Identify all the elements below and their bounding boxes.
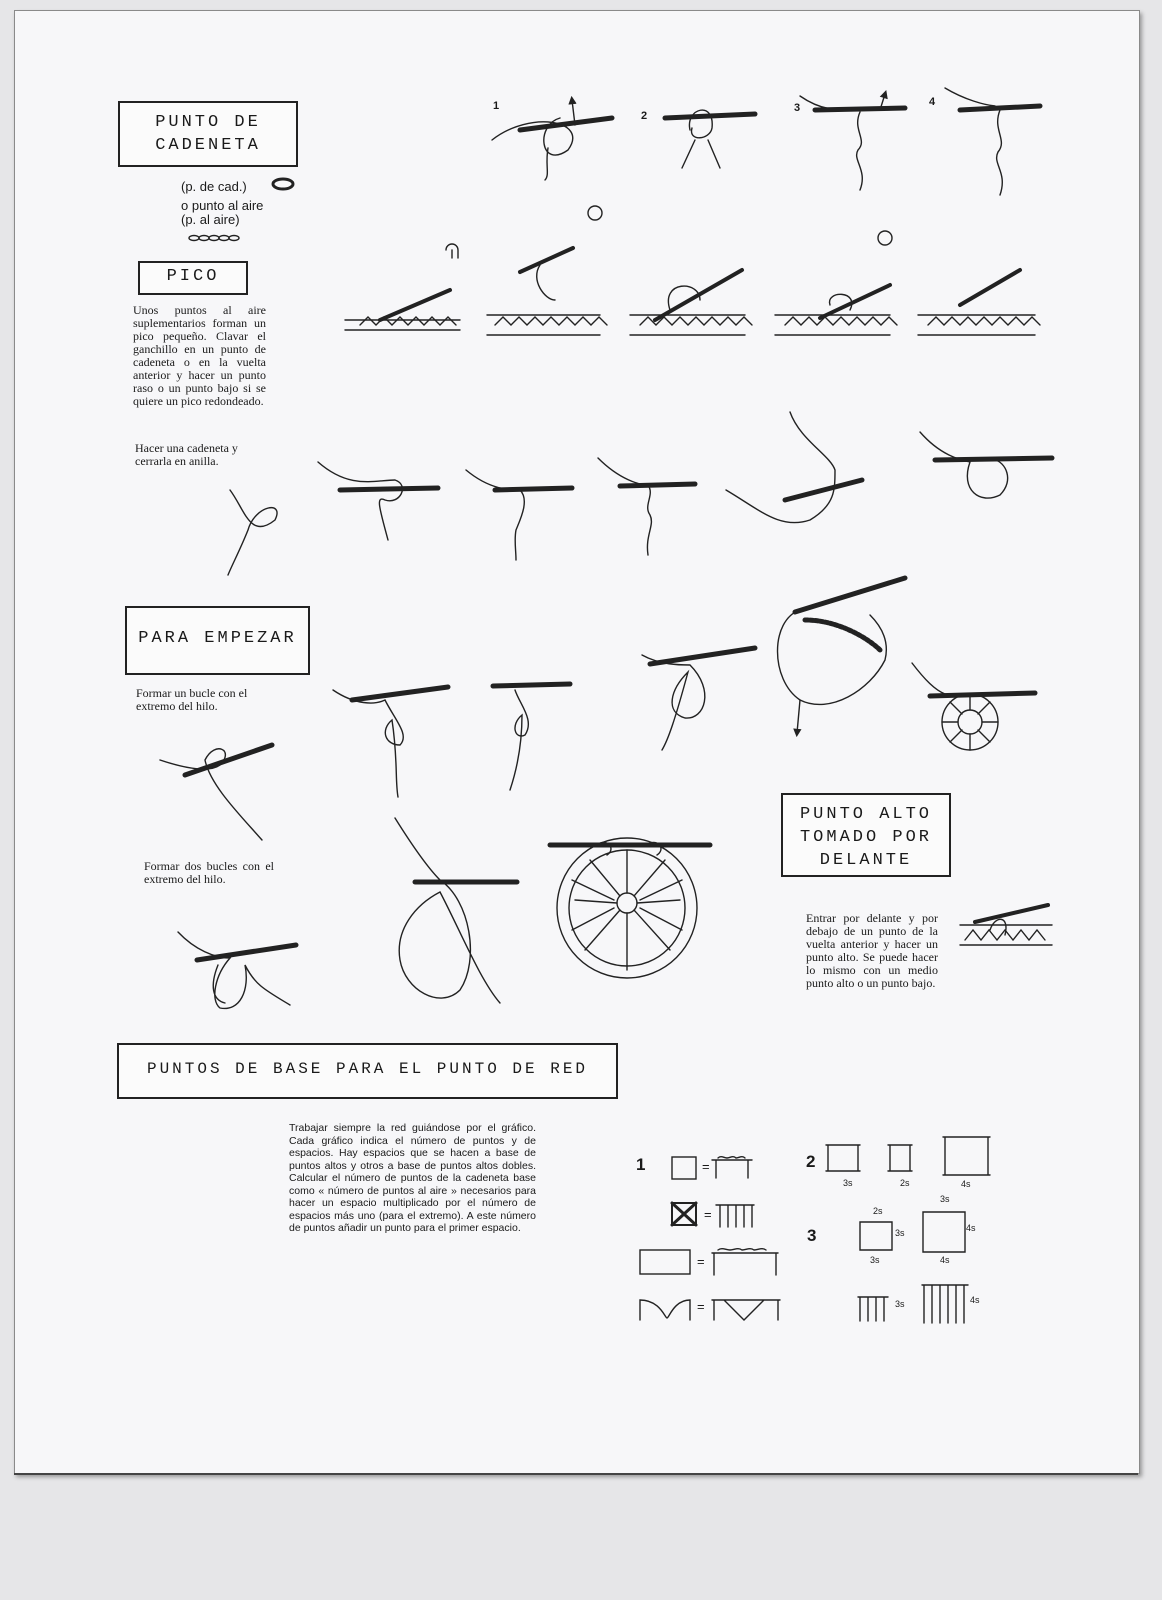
equals-3: = (697, 1254, 705, 1269)
chart-3-symbols (857, 1211, 969, 1324)
chart-number-1: 1 (636, 1155, 646, 1174)
pico-text-2: Hacer una cadeneta y cerrarla en anilla. (135, 441, 238, 468)
label-3s-c: 3s (870, 1255, 880, 1265)
pico-title: PICO (166, 267, 220, 286)
equals-4: = (697, 1299, 705, 1314)
page-bottom-edge (14, 1473, 1138, 1475)
loop-drawing-5 (776, 575, 908, 738)
alto-title-box: PUNTO ALTO TOMADO POR DELANTE (781, 793, 951, 877)
chart-2-symbols (825, 1136, 991, 1176)
alto-title-line1: PUNTO ALTO (799, 805, 933, 824)
chart-1-symbols (639, 1155, 781, 1321)
label-4s-c: 4s (940, 1255, 950, 1265)
ring-drawing-5 (725, 411, 865, 524)
empezar-text-2: Formar dos bucles con el extremo del hil… (144, 859, 274, 886)
pico-drawing-5 (917, 268, 1041, 336)
cadeneta-title-line1: PUNTO DE (155, 113, 261, 132)
chart-number-3: 3 (807, 1226, 817, 1245)
cadeneta-title-box: PUNTO DE CADENETA (118, 101, 298, 167)
label-3s-b: 3s (895, 1228, 905, 1238)
label-3s-e: 3s (895, 1299, 905, 1309)
ring-drawing-3 (465, 469, 575, 561)
pico-text-1: Unos puntos al aire suplementarios forma… (133, 303, 266, 408)
label-4s-a: 4s (961, 1179, 971, 1189)
chain-step-4-drawing (944, 87, 1043, 196)
pico-drawing-2 (486, 205, 608, 336)
chain-row-icon (188, 234, 240, 242)
front-post-drawing (959, 903, 1053, 946)
ring-drawing-1 (227, 489, 278, 576)
equals-2: = (704, 1207, 712, 1222)
loop-drawing-6 (911, 662, 1038, 751)
base-title: PUNTOS DE BASE PARA EL PUNTO DE RED (146, 1060, 589, 1078)
label-4s-b: 4s (966, 1223, 976, 1233)
loop-drawing-4 (641, 645, 758, 751)
alto-text: Entrar por delante y por debajo de un pu… (806, 911, 938, 990)
circle-round-drawing (547, 837, 713, 979)
label-4s-d: 4s (970, 1295, 980, 1305)
chart-number-2: 2 (806, 1152, 816, 1171)
label-3s-d: 3s (940, 1194, 950, 1204)
empezar-title: PARA EMPEZAR (138, 629, 297, 648)
label-2s-b: 2s (873, 1206, 883, 1216)
step-1: 1 (493, 100, 500, 112)
cadeneta-abbr-2: (p. al aire) (181, 212, 240, 227)
ring-drawing-4 (597, 457, 698, 556)
loop-drawing-3 (490, 681, 573, 791)
double-loop-drawing-1 (177, 931, 299, 1010)
empezar-text-1: Formar un bucle con el extremo del hilo. (136, 686, 248, 713)
empezar-title-box: PARA EMPEZAR (125, 606, 310, 675)
base-title-box: PUNTOS DE BASE PARA EL PUNTO DE RED (117, 1043, 618, 1099)
pico-drawing-4 (774, 230, 898, 336)
magazine-page (14, 10, 1140, 1474)
alto-title-line2: TOMADO POR (799, 828, 933, 847)
chain-step-3-drawing (799, 89, 908, 191)
chain-symbol-icon (271, 177, 295, 191)
step-4: 4 (929, 96, 936, 108)
pico-title-box: PICO (138, 261, 248, 295)
chain-step-2-drawing (662, 109, 758, 169)
cadeneta-title-line2: CADENETA (155, 136, 261, 155)
equals-1: = (702, 1159, 710, 1174)
loop-drawing-1 (159, 742, 275, 841)
step-3: 3 (794, 102, 801, 114)
cadeneta-abbr-1: (p. de cad.) (181, 179, 247, 194)
ring-drawing-6 (919, 431, 1055, 499)
alto-title-line3: DELANTE (819, 851, 913, 870)
label-3s-a: 3s (843, 1178, 853, 1188)
base-text: Trabajar siempre la red guiándose por el… (289, 1122, 536, 1234)
cadeneta-alt: o punto al aire (181, 198, 264, 213)
loop-drawing-2 (332, 684, 451, 798)
double-loop-drawing-2 (394, 817, 520, 1004)
ring-drawing-2 (317, 461, 441, 541)
pico-drawing-1 (344, 243, 461, 331)
step-2: 2 (641, 110, 648, 122)
pico-drawing-3 (629, 268, 753, 336)
chain-step-1-drawing (491, 95, 615, 181)
label-2s-a: 2s (900, 1178, 910, 1188)
